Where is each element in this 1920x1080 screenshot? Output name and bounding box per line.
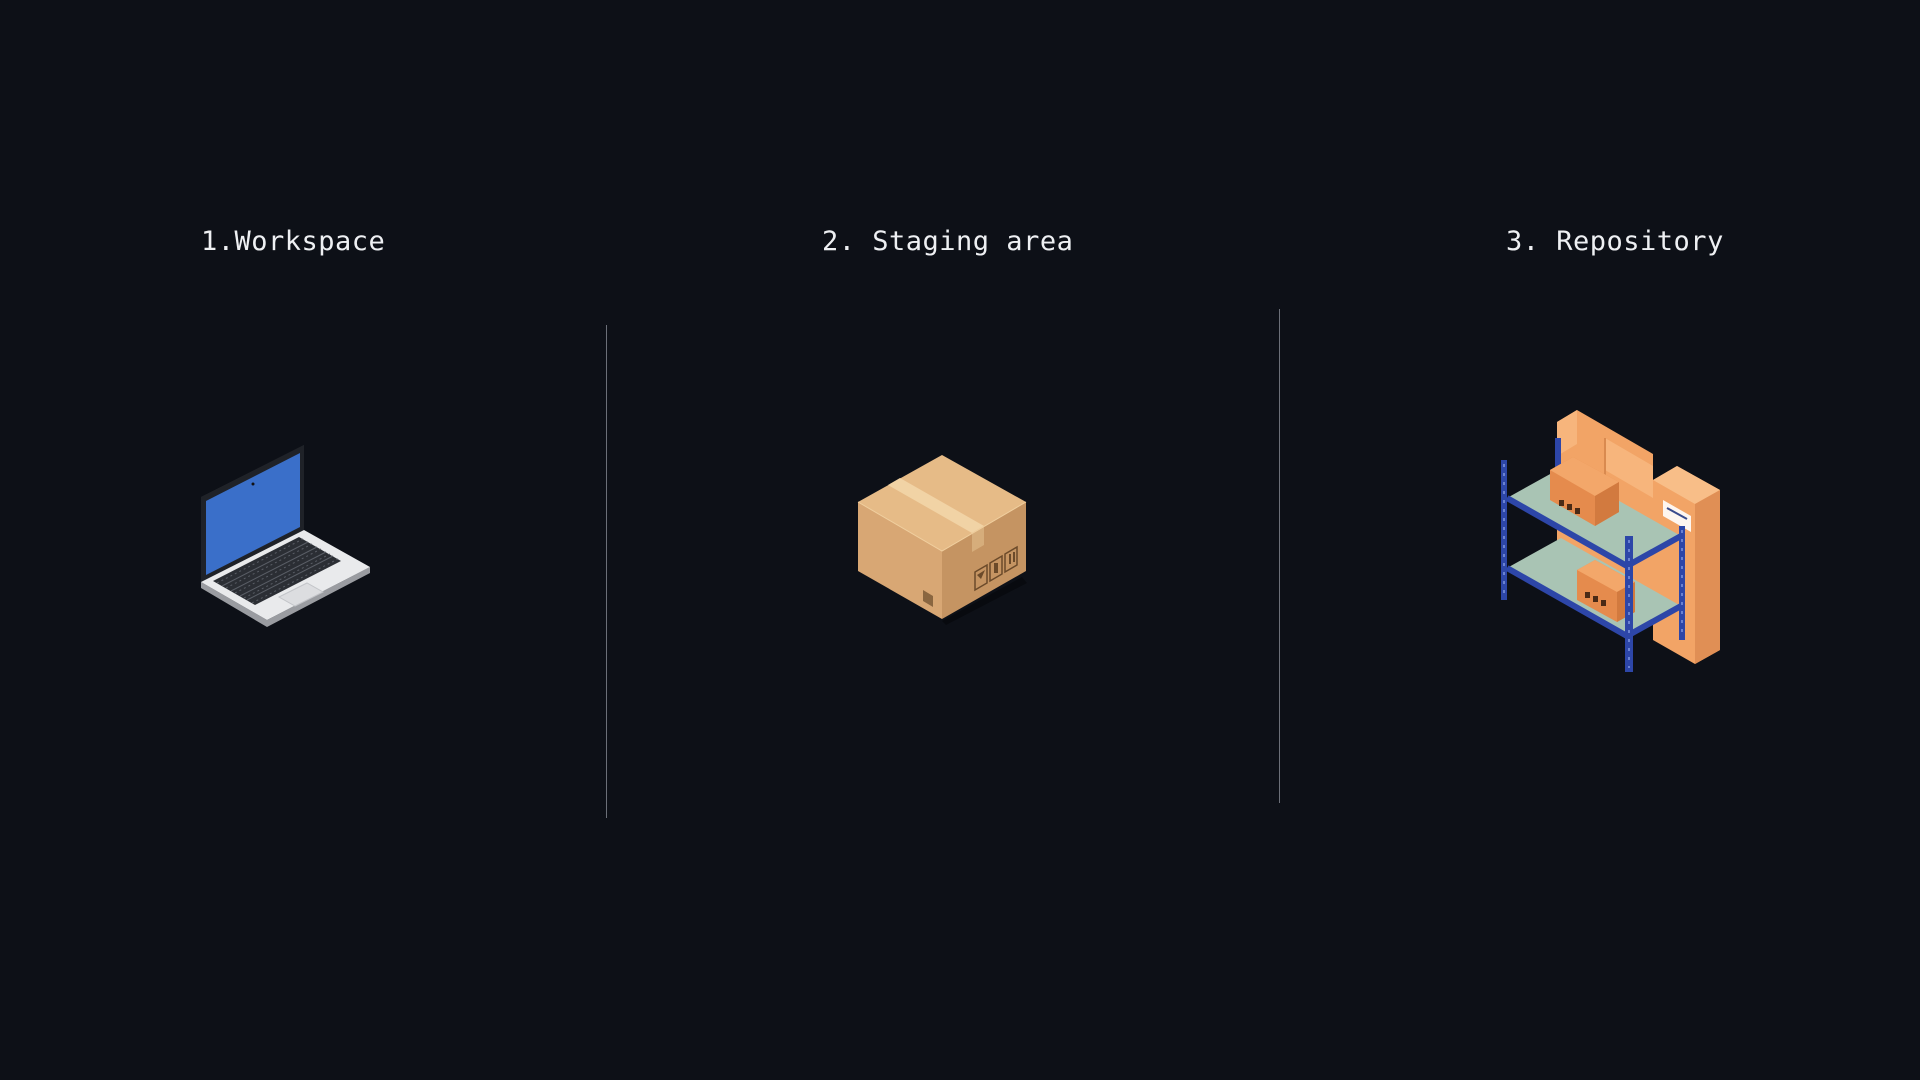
laptop-icon xyxy=(201,445,370,627)
divider-staging-repository xyxy=(1279,309,1280,803)
warehouse-shelf-icon xyxy=(1501,410,1720,672)
step-label-repository: 3. Repository xyxy=(1506,226,1724,257)
step-label-workspace: 1.Workspace xyxy=(201,226,386,257)
cardboard-box-icon xyxy=(857,455,1027,625)
step-label-staging-area: 2. Staging area xyxy=(822,226,1074,257)
divider-workspace-staging xyxy=(606,325,607,818)
